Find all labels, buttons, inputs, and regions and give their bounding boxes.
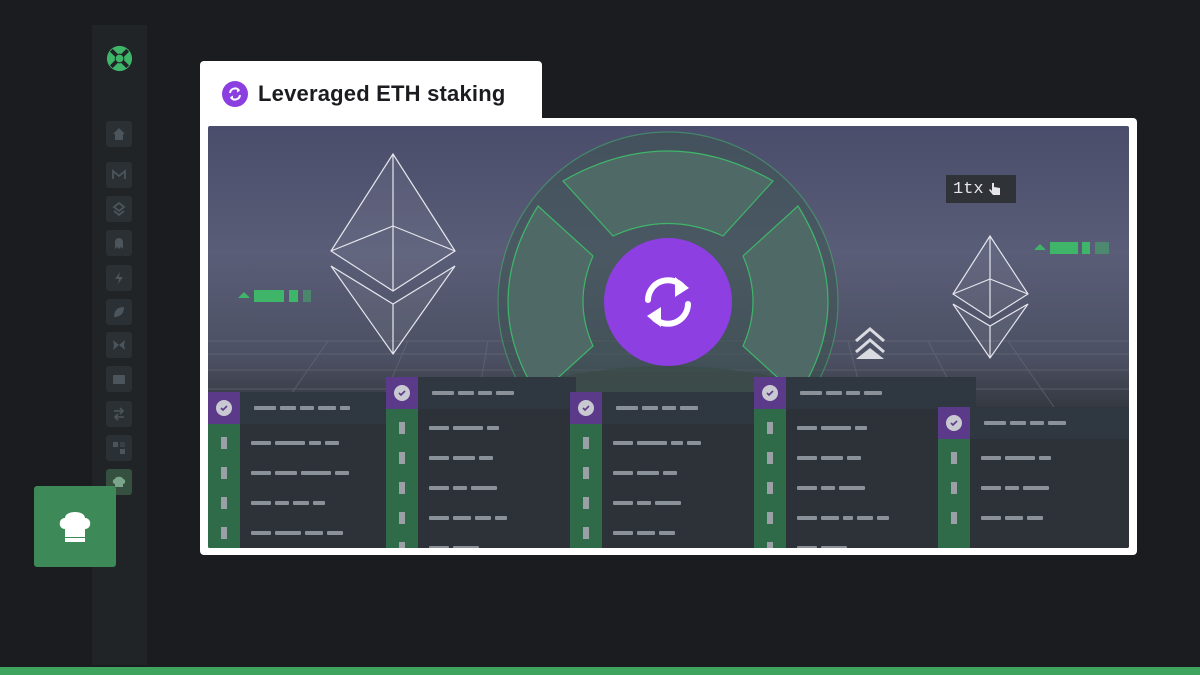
check-icon <box>208 392 240 424</box>
list-item <box>938 503 1043 533</box>
app-logo-icon[interactable] <box>105 44 134 73</box>
ghost-icon <box>115 238 123 249</box>
sidebar-item-mail[interactable] <box>106 162 132 188</box>
list-item <box>208 458 349 488</box>
staking-illustration: 1tx <box>208 126 1129 548</box>
butterfly-icon <box>113 340 125 350</box>
list-item <box>208 518 343 548</box>
sidebar-item-home[interactable] <box>106 121 132 147</box>
sidebar-item-wallet[interactable] <box>106 366 132 392</box>
swap-icon <box>113 407 125 421</box>
home-icon <box>113 128 125 140</box>
list-item <box>570 458 677 488</box>
column-header <box>938 407 1129 439</box>
list-item <box>938 473 1049 503</box>
sidebar <box>92 25 147 665</box>
refresh-icon <box>645 277 691 327</box>
strategy-column <box>386 377 576 548</box>
sidebar-item-leaf[interactable] <box>106 299 132 325</box>
chef-hat-tile[interactable] <box>34 486 116 567</box>
layers-icon <box>112 201 126 217</box>
strategy-column <box>208 392 386 548</box>
check-icon <box>570 392 602 424</box>
list-item <box>386 443 493 473</box>
one-tx-label: 1tx <box>953 179 984 199</box>
list-item <box>754 533 847 548</box>
title-tab: Leveraged ETH staking <box>200 61 542 127</box>
sidebar-item-swap[interactable] <box>106 401 132 427</box>
page-title: Leveraged ETH staking <box>258 81 506 106</box>
main-window: 1tx <box>200 118 1137 555</box>
pointer-hand-icon <box>988 183 1000 195</box>
list-item <box>570 428 701 458</box>
refresh-icon <box>222 81 248 107</box>
column-header <box>754 377 976 409</box>
list-item <box>754 413 867 443</box>
one-tx-badge: 1tx <box>946 175 1016 203</box>
leaf-icon <box>114 307 124 317</box>
check-icon <box>754 377 786 409</box>
list-item <box>386 533 479 548</box>
check-icon <box>938 407 970 439</box>
check-icon <box>386 377 418 409</box>
list-item <box>570 518 675 548</box>
rebalance-button[interactable] <box>604 238 732 366</box>
strategy-column <box>570 392 754 548</box>
list-item <box>386 413 499 443</box>
sidebar-item-lightning[interactable] <box>106 265 132 291</box>
list-item <box>386 503 507 533</box>
sidebar-item-ghost[interactable] <box>106 230 132 256</box>
column-header <box>570 392 754 424</box>
list-item <box>208 488 325 518</box>
chef-hat-icon <box>112 476 126 487</box>
list-item <box>386 473 497 503</box>
column-header <box>208 392 386 424</box>
sidebar-item-layers[interactable] <box>106 196 132 222</box>
strategy-column <box>938 407 1129 548</box>
sidebar-item-butterfly[interactable] <box>106 332 132 358</box>
list-item <box>754 503 889 533</box>
wallet-icon <box>113 375 125 384</box>
list-item <box>208 428 339 458</box>
lightning-icon <box>115 272 123 284</box>
grid-icon <box>113 442 125 454</box>
list-item <box>570 488 681 518</box>
list-item <box>938 443 1051 473</box>
bottom-accent-bar <box>0 667 1200 675</box>
chef-hat-icon <box>59 511 91 542</box>
sidebar-item-grid[interactable] <box>106 435 132 461</box>
list-item <box>754 443 861 473</box>
list-item <box>754 473 865 503</box>
mail-icon <box>112 169 126 179</box>
column-header <box>386 377 576 409</box>
